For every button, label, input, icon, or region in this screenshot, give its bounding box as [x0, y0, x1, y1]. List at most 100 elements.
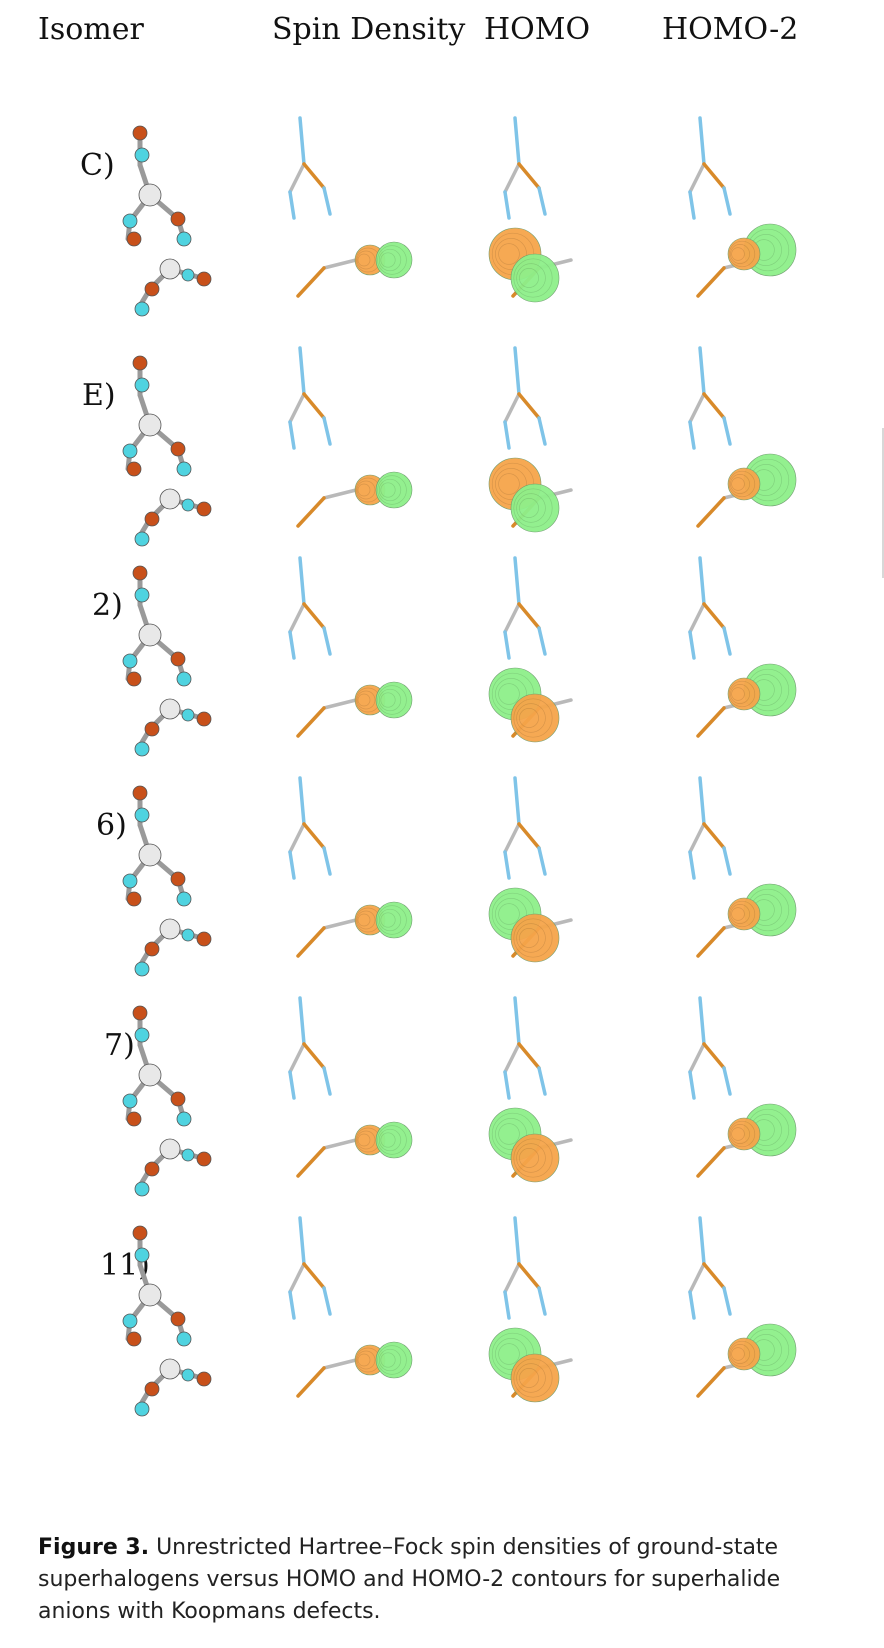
spin-panel: [288, 556, 413, 738]
homo-panel: [488, 556, 573, 743]
spin-panel: [288, 776, 413, 958]
orbital-lobe: [510, 693, 560, 743]
atom: [181, 1148, 195, 1162]
atom: [196, 931, 212, 947]
atom: [181, 268, 195, 282]
homo2-panel: [688, 116, 797, 298]
header-homo: HOMO: [484, 12, 591, 47]
atom: [170, 441, 186, 457]
homo2-panel: [688, 1216, 797, 1398]
atom: [170, 1091, 186, 1107]
spin-panel: [288, 996, 413, 1178]
orbital-lobe: [375, 241, 413, 279]
atom: [134, 377, 150, 393]
page-edge-line: [882, 428, 884, 578]
orbital-lobe: [510, 1133, 560, 1183]
atom: [134, 301, 150, 317]
orbital-lobe: [375, 681, 413, 719]
atom: [181, 928, 195, 942]
homo-panel: [488, 996, 573, 1183]
isomer-label: 7): [104, 1028, 135, 1063]
atom: [196, 1371, 212, 1387]
atom: [170, 651, 186, 667]
atom: [144, 1381, 160, 1397]
atom: [176, 231, 192, 247]
orbital-lobe: [510, 913, 560, 963]
figure-caption: Figure 3. Unrestricted Hartree–Fock spin…: [38, 1532, 848, 1628]
isomer-label: E): [82, 378, 116, 413]
atom: [132, 785, 148, 801]
orbital-lobe: [375, 1341, 413, 1379]
isomer-label: C): [80, 148, 115, 183]
atom: [159, 1138, 181, 1160]
atom: [144, 1161, 160, 1177]
orbital-lobe: [727, 467, 761, 501]
caption-text: Unrestricted Hartree–Fock spin densities…: [38, 1535, 781, 1624]
atom: [176, 1111, 192, 1127]
atom: [138, 1063, 162, 1087]
atom: [196, 711, 212, 727]
atom: [170, 1311, 186, 1327]
atom: [132, 125, 148, 141]
isomer-label: 2): [92, 588, 123, 623]
isomer-row: 7): [0, 988, 884, 1218]
atom: [132, 1225, 148, 1241]
orbital-lobe: [727, 677, 761, 711]
isomer-label: 6): [96, 808, 127, 843]
atom: [122, 1313, 138, 1329]
atom: [176, 891, 192, 907]
orbital-lobe: [510, 483, 560, 533]
isomer-row: C): [0, 108, 884, 338]
ball-stick-model: [122, 355, 212, 547]
atom: [138, 413, 162, 437]
homo2-panel: [688, 776, 797, 958]
ball-stick-model: [122, 1005, 212, 1197]
atom: [122, 1093, 138, 1109]
isomer-row: E): [0, 338, 884, 568]
isomer-row: 11): [0, 1208, 884, 1438]
ball-stick-model: [122, 125, 212, 317]
orbital-lobe: [510, 1353, 560, 1403]
atom: [134, 1247, 150, 1263]
atom: [134, 147, 150, 163]
atom: [159, 698, 181, 720]
atom: [159, 918, 181, 940]
spin-panel: [288, 346, 413, 528]
homo-panel: [488, 346, 573, 533]
header-spin-density: Spin Density: [272, 12, 466, 47]
isomer-row: 6): [0, 768, 884, 998]
atom: [134, 531, 150, 547]
atom: [181, 708, 195, 722]
atom: [132, 565, 148, 581]
header-isomer: Isomer: [38, 12, 144, 47]
atom: [144, 511, 160, 527]
atom: [176, 671, 192, 687]
atom: [159, 488, 181, 510]
atom: [196, 1151, 212, 1167]
atom: [138, 623, 162, 647]
atom: [159, 258, 181, 280]
atom: [170, 211, 186, 227]
isomer-row: 2): [0, 548, 884, 778]
atom: [134, 741, 150, 757]
homo2-panel: [688, 996, 797, 1178]
atom: [134, 1181, 150, 1197]
orbital-lobe: [375, 471, 413, 509]
homo-panel: [488, 116, 573, 303]
atom: [126, 891, 142, 907]
orbital-lobe: [727, 897, 761, 931]
atom: [196, 271, 212, 287]
orbital-lobe: [375, 901, 413, 939]
atom: [138, 1283, 162, 1307]
atom: [132, 1005, 148, 1021]
atom: [126, 671, 142, 687]
header-homo-2: HOMO-2: [662, 12, 799, 47]
orbital-lobe: [727, 1117, 761, 1151]
atom: [138, 183, 162, 207]
homo2-panel: [688, 556, 797, 738]
atom: [134, 807, 150, 823]
atom: [126, 1331, 142, 1347]
atom: [170, 871, 186, 887]
atom: [181, 1368, 195, 1382]
atom: [134, 1401, 150, 1417]
